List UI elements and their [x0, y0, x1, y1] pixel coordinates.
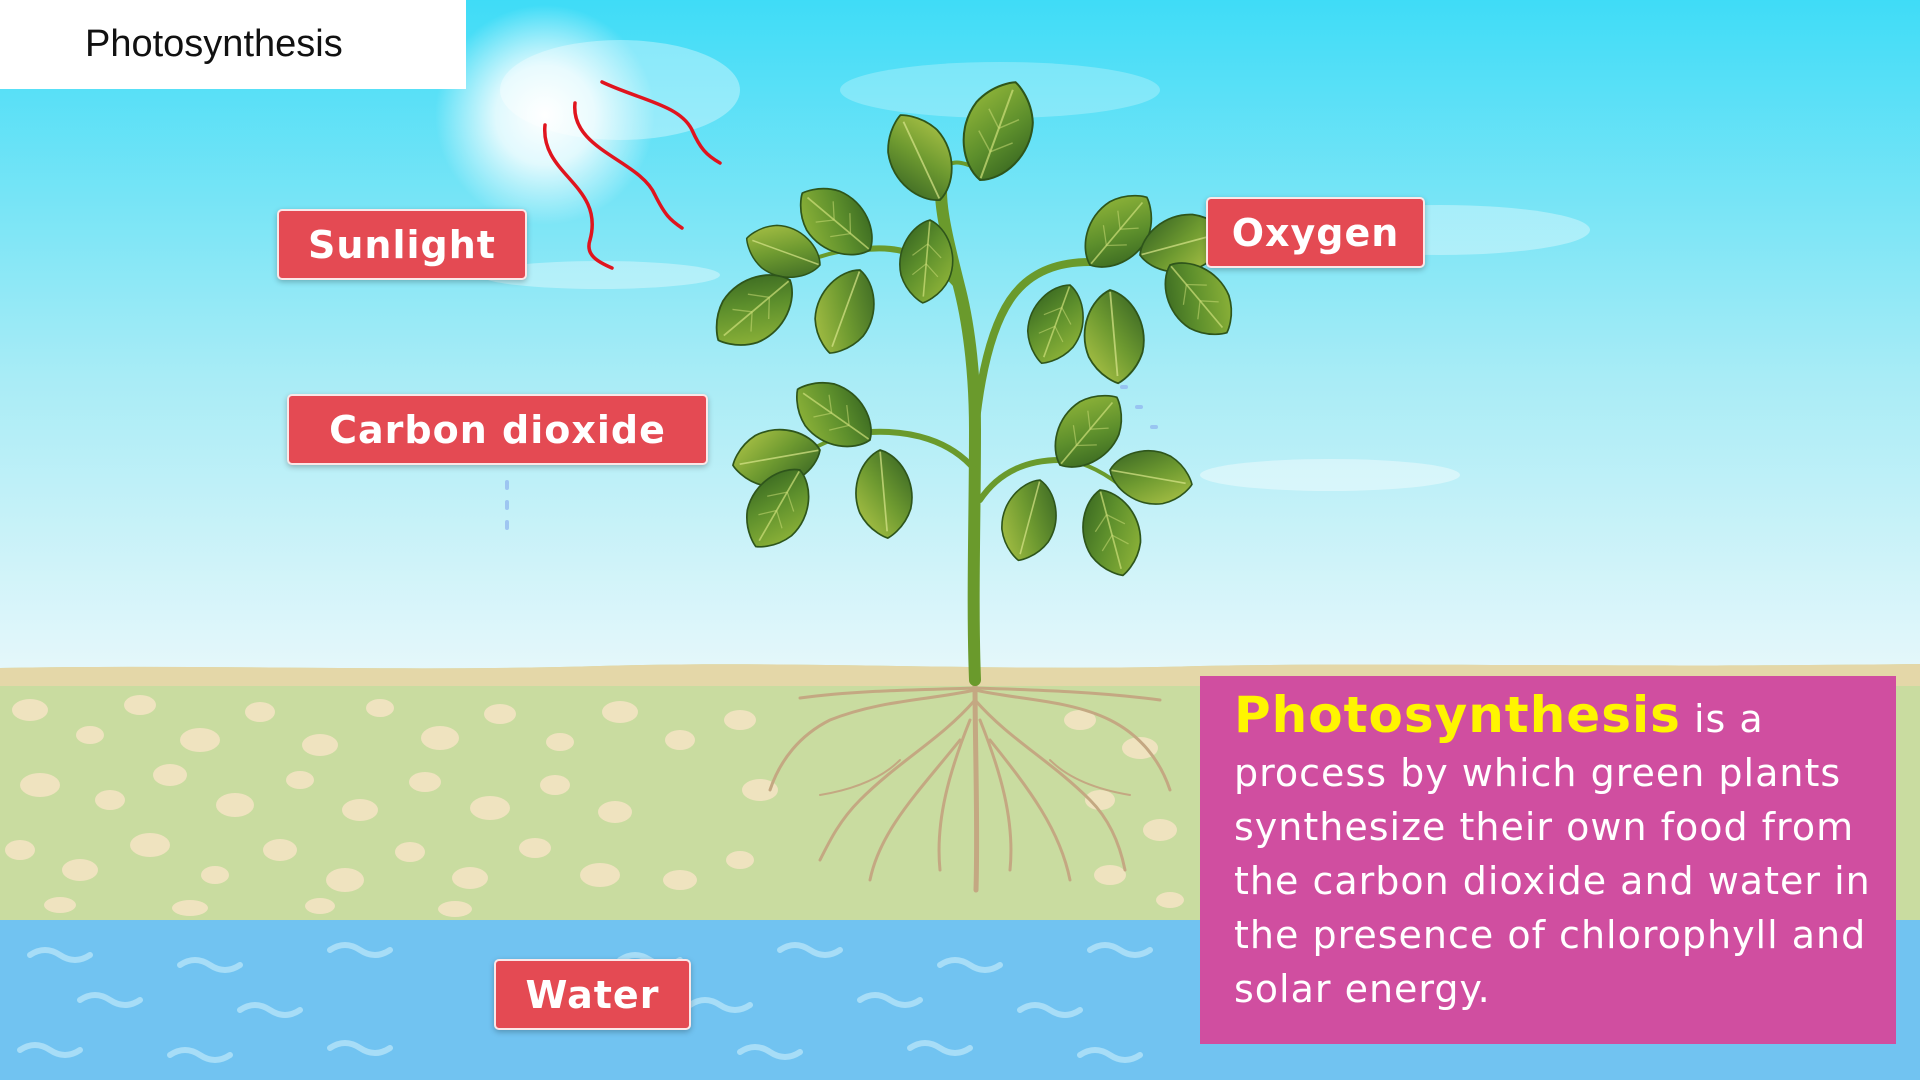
gas-bubbles	[505, 385, 1158, 530]
label-water: Water	[494, 959, 691, 1030]
label-carbon-dioxide: Carbon dioxide	[287, 394, 708, 465]
sun-rays	[543, 80, 722, 270]
water-waves	[17, 942, 1153, 1063]
sun	[435, 5, 655, 225]
soil-pebbles	[5, 695, 1184, 917]
definition-highlight: Photosynthesis	[1234, 686, 1681, 744]
definition-text: is a process by which green plants synth…	[1234, 697, 1871, 1011]
label-sunlight: Sunlight	[277, 209, 527, 280]
slide-title: Photosynthesis	[0, 0, 466, 89]
label-oxygen: Oxygen	[1206, 197, 1425, 268]
definition-box: Photosynthesis is a process by which gre…	[1200, 676, 1896, 1044]
plant-roots	[768, 677, 1172, 893]
